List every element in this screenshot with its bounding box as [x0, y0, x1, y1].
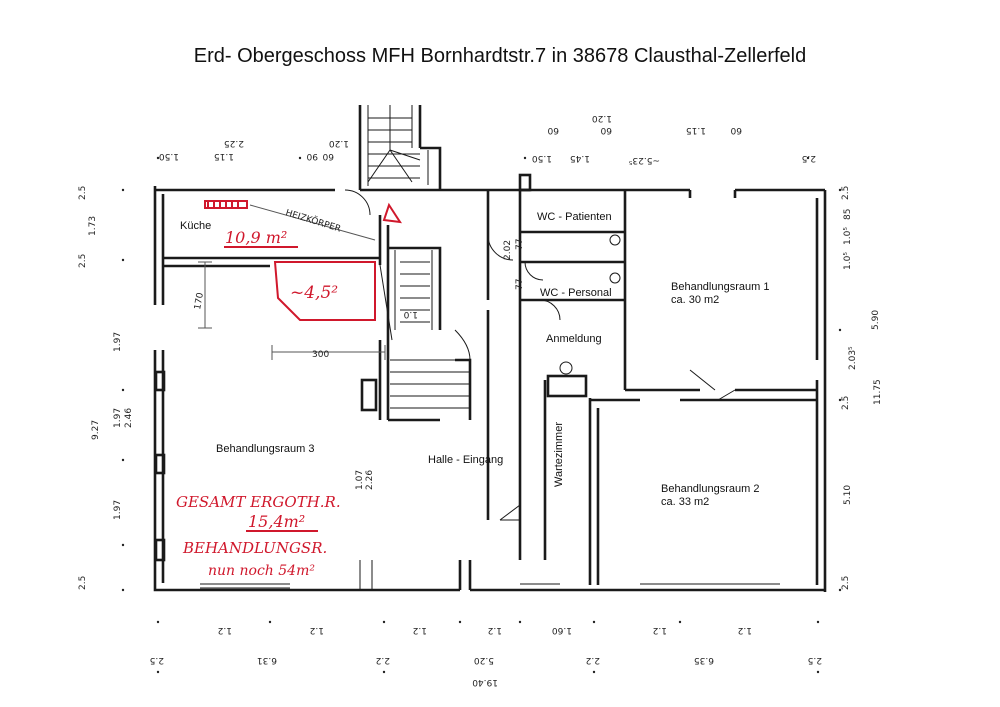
svg-text:1.15: 1.15 — [686, 125, 706, 135]
svg-text:77: 77 — [515, 239, 525, 250]
svg-text:2.5: 2.5 — [808, 655, 822, 665]
svg-text:1.97: 1.97 — [113, 332, 123, 352]
red-annotations: 10,9 m² ~4,5² GESAMT ERGOTH.R. 15,4m² BE… — [176, 200, 403, 579]
room-br2-name: Behandlungsraum 2 — [661, 483, 759, 495]
room-br1-name: Behandlungsraum 1 — [671, 281, 769, 293]
arrow-mark — [382, 202, 403, 224]
svg-text:1.15: 1.15 — [214, 151, 234, 161]
heizkoerper-note: HEIZKÖRPER — [284, 207, 342, 234]
gesamt-note-2: 15,4m² — [248, 512, 305, 531]
dimensions-inner: 77 2.02 77 1.07 2.26 1.0 — [355, 239, 525, 490]
svg-text:1.50: 1.50 — [159, 151, 179, 161]
svg-text:2.46: 2.46 — [124, 408, 134, 428]
interior-walls — [154, 173, 817, 589]
room-br2-area: ca. 33 m2 — [661, 496, 709, 508]
room-halle: Halle - Eingang — [428, 454, 503, 466]
svg-text:1.73: 1.73 — [88, 216, 98, 236]
behand-note-1: BEHANDLUNGSR. — [182, 539, 327, 557]
doors — [344, 189, 736, 590]
svg-text:60: 60 — [600, 125, 612, 135]
dimension-ticks — [121, 156, 842, 674]
svg-text:1.60: 1.60 — [552, 625, 572, 635]
room-br1-area: ca. 30 m2 — [671, 294, 719, 306]
svg-text:5.90: 5.90 — [871, 310, 881, 330]
svg-text:1.97: 1.97 — [113, 500, 123, 520]
svg-text:2.26: 2.26 — [365, 470, 375, 490]
svg-text:90: 90 — [306, 151, 318, 161]
svg-text:2.2: 2.2 — [376, 655, 390, 665]
svg-text:1.2: 1.2 — [738, 625, 752, 635]
svg-text:2.5: 2.5 — [841, 186, 851, 200]
svg-text:6.35: 6.35 — [694, 655, 714, 665]
svg-text:~5.23⁵: ~5.23⁵ — [628, 155, 660, 165]
extra-area-outline — [273, 261, 376, 321]
toilet-patient — [609, 234, 621, 246]
stair-interior — [390, 261, 471, 409]
outer-walls — [153, 105, 827, 592]
dimensions-bottom: 1.2 1.2 1.2 1.2 1.60 1.2 1.2 2.5 6.31 2.… — [150, 625, 822, 687]
room-anmeldung: Anmeldung — [546, 333, 602, 345]
length-300: 300 — [312, 350, 329, 360]
svg-text:1.20: 1.20 — [592, 113, 612, 123]
room-wc-patienten: WC - Patienten — [537, 211, 612, 223]
svg-text:2.25: 2.25 — [224, 138, 244, 148]
svg-text:2.5: 2.5 — [150, 655, 164, 665]
extra-area-note: ~4,5² — [290, 283, 338, 303]
svg-text:2.5: 2.5 — [78, 186, 88, 200]
svg-text:2.5: 2.5 — [78, 576, 88, 590]
dimensions-left: 2.5 1.73 2.5 1.97 9.27 1.97 2.46 1.97 2.… — [78, 186, 134, 590]
svg-text:2.03⁵: 2.03⁵ — [848, 346, 858, 370]
room-kueche: Küche — [180, 220, 211, 232]
svg-text:2.02: 2.02 — [503, 240, 513, 260]
svg-text:1.0⁵: 1.0⁵ — [843, 227, 853, 245]
svg-text:5.10: 5.10 — [843, 485, 853, 505]
svg-text:2.2: 2.2 — [586, 655, 600, 665]
length-170: 170 — [193, 292, 206, 311]
svg-text:2.5: 2.5 — [78, 254, 88, 268]
svg-text:11.75: 11.75 — [873, 379, 883, 405]
gesamt-note-1: GESAMT ERGOTH.R. — [176, 493, 341, 511]
svg-text:2.5: 2.5 — [841, 576, 851, 590]
plan-title: Erd- Obergeschoss MFH Bornhardtstr.7 in … — [193, 45, 807, 67]
svg-text:19.40: 19.40 — [472, 677, 498, 687]
svg-text:60: 60 — [322, 151, 334, 161]
svg-text:1.2: 1.2 — [488, 625, 502, 635]
toilet-staff — [609, 272, 621, 284]
room-wc-personal: WC - Personal — [540, 287, 612, 299]
room-br3-name: Behandlungsraum 3 — [216, 443, 314, 455]
svg-text:77: 77 — [515, 279, 525, 290]
svg-text:60: 60 — [547, 125, 559, 135]
dimensions-top: 1.50 1.15 2.25 90 60 1.20 60 60 1.20 1.1… — [159, 113, 816, 165]
svg-text:1.0⁵: 1.0⁵ — [843, 252, 853, 270]
dimensions-right: 2.5 85 1.0⁵ 1.0⁵ 5.90 2.03⁵ 11.75 2.5 5.… — [841, 186, 883, 590]
svg-text:1.07: 1.07 — [355, 470, 365, 490]
svg-text:60: 60 — [730, 125, 742, 135]
svg-text:9.27: 9.27 — [91, 420, 101, 440]
room-wartezimmer: Wartezimmer — [553, 422, 565, 487]
svg-text:1.45: 1.45 — [570, 153, 590, 163]
behand-note-2: nun noch 54m² — [208, 563, 315, 579]
stair-top — [367, 105, 421, 183]
svg-text:1.2: 1.2 — [413, 625, 427, 635]
svg-text:6.31: 6.31 — [257, 655, 277, 665]
svg-text:1.2: 1.2 — [653, 625, 667, 635]
svg-text:1.2: 1.2 — [218, 625, 232, 635]
svg-text:85: 85 — [843, 209, 853, 220]
svg-text:2.5: 2.5 — [841, 396, 851, 410]
svg-text:1.50: 1.50 — [532, 153, 552, 163]
svg-text:1.20: 1.20 — [329, 138, 349, 148]
svg-text:1.0: 1.0 — [403, 309, 418, 319]
svg-text:1.2: 1.2 — [310, 625, 324, 635]
svg-text:5.20: 5.20 — [474, 655, 494, 665]
svg-text:1.97: 1.97 — [113, 408, 123, 428]
kueche-area-note: 10,9 m² — [225, 228, 287, 247]
